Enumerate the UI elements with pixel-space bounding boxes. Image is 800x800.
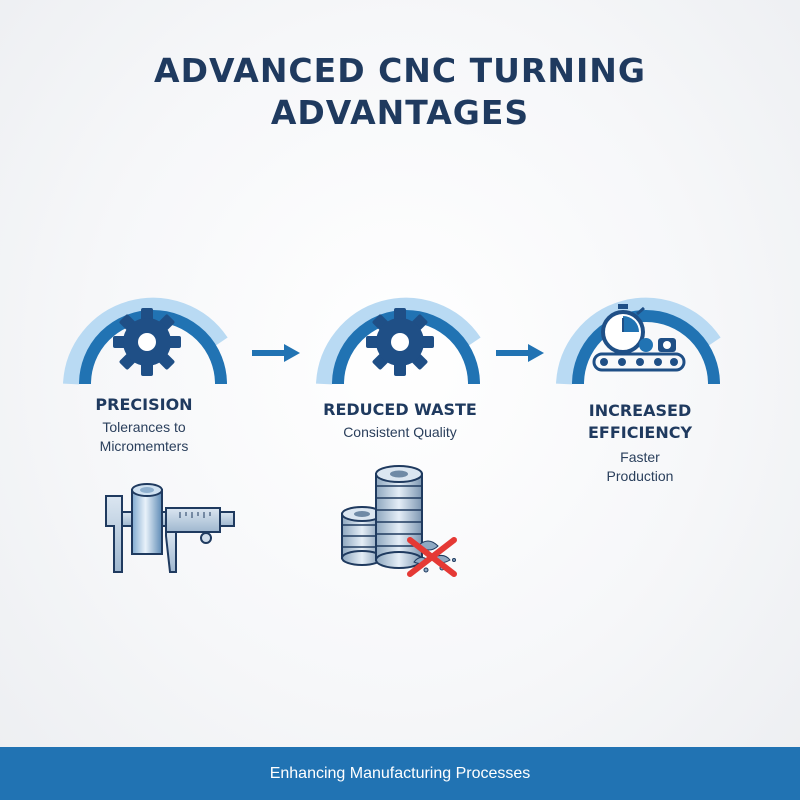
flow-arrow-1 (252, 344, 300, 362)
step-1-subtitle-line-2: Micromemters (99, 438, 189, 454)
caliper-illustration (105, 483, 235, 573)
flow-arrow-2 (496, 344, 544, 362)
reduced-waste-arc (316, 297, 481, 385)
step-3-subtitle: Faster Production (548, 448, 732, 486)
precision-arc (63, 297, 228, 385)
washer-stack-tall (375, 465, 423, 569)
footer-banner: Enhancing Manufacturing Processes (0, 747, 800, 800)
step-2-title-line-1: REDUCED WASTE (323, 400, 477, 419)
page-title-line-1: ADVANCED CNC TURNING (154, 51, 646, 90)
step-2-title: REDUCED WASTE (310, 399, 490, 421)
footer-text: Enhancing Manufacturing Processes (269, 765, 531, 782)
step-3-title-line-1: INCREASED (588, 401, 692, 420)
step-2-subtitle: Consistent Quality (310, 423, 490, 442)
gear-icon (113, 308, 181, 376)
no-waste-cross-icon (407, 537, 457, 577)
step-1-subtitle: Tolerances to Micromemters (54, 418, 234, 456)
efficiency-arc (556, 297, 721, 385)
step-1-title: PRECISION (64, 394, 224, 416)
stopwatch-conveyor-icon (592, 304, 686, 372)
step-3-subtitle-line-2: Production (606, 468, 674, 484)
step-1-subtitle-line-1: Tolerances to (102, 419, 186, 435)
step-3-subtitle-line-1: Faster (620, 449, 660, 465)
step-3-title: INCREASED EFFICIENCY (548, 400, 732, 444)
step-2-subtitle-line-1: Consistent Quality (343, 424, 457, 440)
washers-illustration (341, 465, 457, 577)
gear-icon (366, 308, 434, 376)
page-title: ADVANCED CNC TURNING ADVANTAGES (0, 50, 800, 134)
step-3-title-line-2: EFFICIENCY (587, 423, 693, 442)
page-title-line-2: ADVANTAGES (270, 93, 530, 132)
step-1-title-line-1: PRECISION (95, 395, 193, 414)
